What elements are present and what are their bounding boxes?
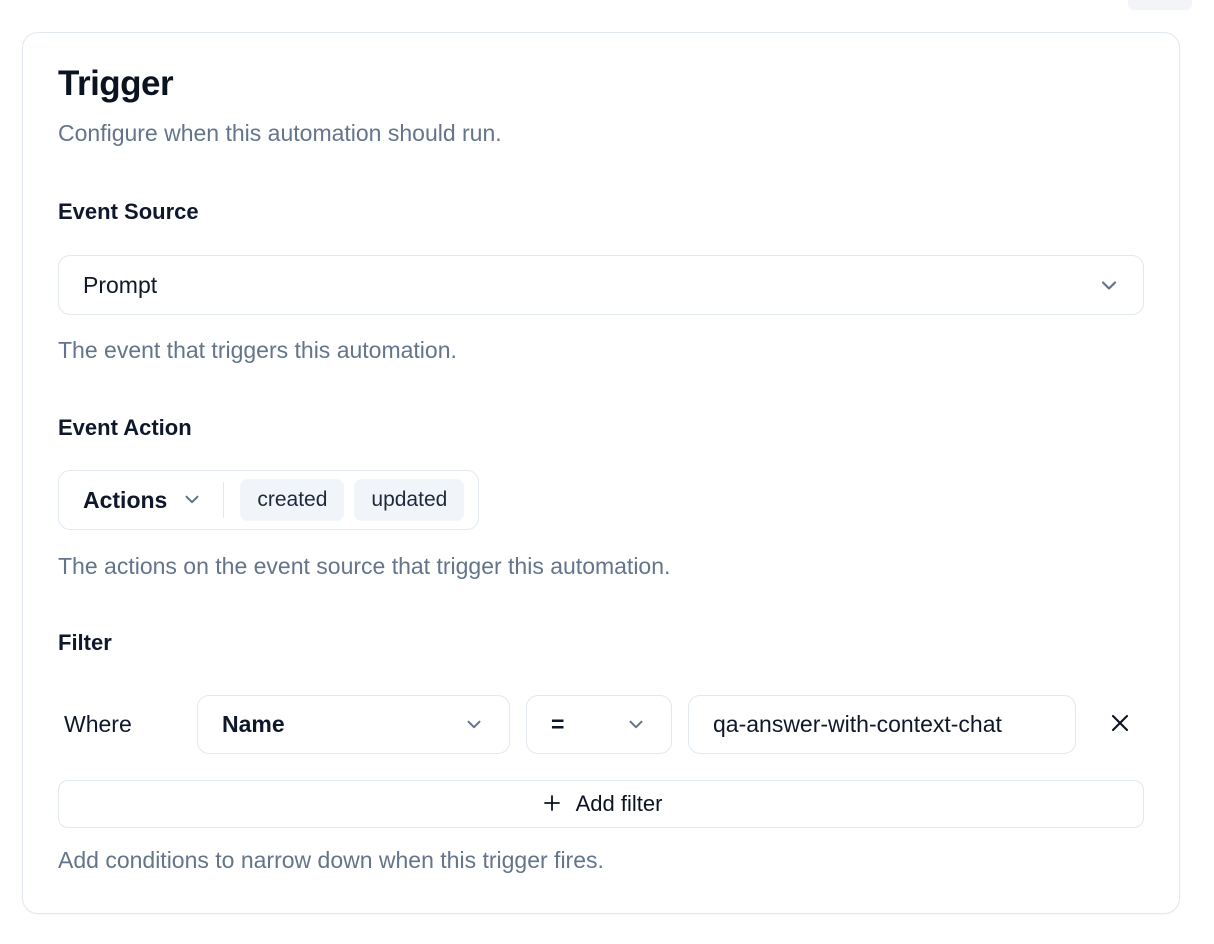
actions-dropdown-label: Actions bbox=[83, 486, 168, 513]
event-source-select[interactable]: Prompt bbox=[58, 255, 1144, 315]
plus-icon bbox=[540, 791, 564, 818]
page-subtitle: Configure when this automation should ru… bbox=[58, 120, 502, 146]
event-action-control: Actions created updated bbox=[58, 470, 480, 530]
filter-operator-value: = bbox=[551, 711, 565, 737]
chevron-down-icon bbox=[181, 488, 205, 512]
filter-label: Filter bbox=[58, 630, 112, 655]
remove-filter-button[interactable] bbox=[1092, 695, 1148, 754]
close-icon bbox=[1106, 709, 1134, 740]
filter-value-input[interactable] bbox=[688, 695, 1076, 754]
add-filter-label: Add filter bbox=[575, 791, 663, 816]
event-action-helper: The actions on the event source that tri… bbox=[58, 553, 671, 579]
where-label: Where bbox=[64, 711, 132, 737]
filter-helper: Add conditions to narrow down when this … bbox=[58, 847, 604, 873]
cutoff-element bbox=[1128, 0, 1192, 10]
page-title: Trigger bbox=[58, 64, 174, 103]
event-source-helper: The event that triggers this automation. bbox=[58, 337, 457, 363]
trigger-card: Trigger Configure when this automation s… bbox=[22, 32, 1180, 914]
add-filter-button[interactable]: Add filter bbox=[58, 780, 1144, 828]
action-chip-updated[interactable]: updated bbox=[354, 479, 465, 521]
event-source-label: Event Source bbox=[58, 199, 199, 224]
filter-field-select[interactable]: Name bbox=[197, 695, 510, 754]
filter-row: Where Name = bbox=[58, 695, 1144, 754]
chevron-down-icon bbox=[463, 713, 487, 737]
chevron-down-icon bbox=[625, 713, 649, 737]
chevron-down-icon bbox=[1097, 273, 1121, 297]
event-action-label: Event Action bbox=[58, 415, 192, 440]
action-chip-created[interactable]: created bbox=[240, 479, 345, 521]
event-source-value: Prompt bbox=[83, 271, 158, 298]
filter-operator-select[interactable]: = bbox=[526, 695, 672, 754]
selected-actions: created updated bbox=[240, 479, 465, 521]
filter-field-value: Name bbox=[222, 711, 285, 737]
actions-dropdown[interactable]: Actions bbox=[83, 487, 205, 514]
divider bbox=[223, 482, 225, 518]
